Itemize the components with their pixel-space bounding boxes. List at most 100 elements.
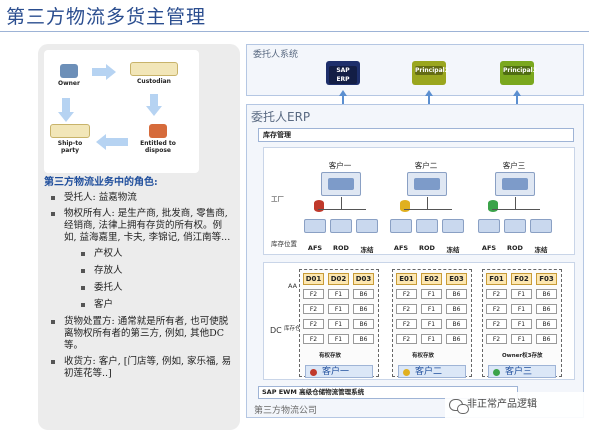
ship-to-node: Ship-to party [46, 124, 94, 154]
page-title: 第三方物流多货主管理 [6, 6, 207, 28]
watermark: 非正常产品逻辑 [445, 392, 585, 418]
storage-bin: F2 [303, 334, 324, 344]
storage-bin: F1 [511, 289, 532, 299]
role-disposer: 货物处置方: 通常就是所有者, 也可使脱离物权所有者的第三方, 例如, 其他DC… [44, 316, 234, 352]
storage-icon [390, 219, 412, 233]
ship-to-label: Ship-to party [57, 140, 83, 154]
customer-three-label: 客户三 [502, 161, 526, 170]
principal-erp-label: 委托人ERP [251, 110, 311, 124]
storage-bin: F2 [486, 304, 507, 314]
customer-one-label: 客户一 [328, 161, 352, 170]
flow-arrow-head [58, 112, 74, 122]
principal-systems-label: 委托人系统 [253, 50, 299, 60]
customer-color-dot [403, 369, 410, 376]
customer-plant-icon [495, 172, 535, 196]
role-sub-item: 委托人 [44, 282, 234, 294]
storage-bin: B6 [446, 334, 467, 344]
stock-type-label: 有权存放 [412, 353, 435, 359]
storage-icon [442, 219, 464, 233]
storage-icon [330, 219, 352, 233]
bin-header: F03 [536, 273, 557, 285]
storage-bin: F1 [328, 289, 349, 299]
storage-bin: F1 [328, 319, 349, 329]
branch-line [515, 197, 516, 209]
store-rod-label: ROD [333, 244, 349, 252]
storage-bin: F2 [486, 289, 507, 299]
branch-line [404, 209, 452, 210]
customer-db-icon [488, 200, 498, 212]
roles-list: 第三方物流业务中的角色: 受托人: 益嘉物流 物权所有人: 是生产商, 批发商,… [44, 177, 234, 384]
storage-bin: F2 [303, 289, 324, 299]
storage-bin: F1 [421, 334, 442, 344]
flow-arrow [92, 68, 106, 76]
customer-tab-label: 客户一 [322, 367, 350, 377]
roles-heading: 第三方物流业务中的角色: [44, 177, 158, 188]
store-blocked-label: 冻结 [534, 246, 548, 254]
flow-arrow [106, 138, 128, 146]
flow-arrow-head [106, 64, 116, 80]
watermark-text: 非正常产品逻辑 [467, 399, 537, 410]
aa-label: AA [288, 282, 298, 290]
bin-header: F01 [486, 273, 507, 285]
branch-line [318, 209, 366, 210]
storage-bin: F2 [486, 319, 507, 329]
storage-location-label: 库存位置 [271, 240, 297, 248]
server-cube [412, 61, 446, 85]
storage-bin: B6 [446, 319, 467, 329]
stock-type-label: 有权存放 [319, 353, 342, 359]
bin-header: E03 [446, 273, 467, 285]
connector-arrow [425, 90, 433, 96]
bin-header: E02 [421, 273, 442, 285]
branch-line [341, 197, 342, 209]
server-label: SAP ERP [329, 66, 357, 84]
flow-arrow-head [146, 106, 162, 116]
entitled-icon [149, 124, 167, 138]
chat-icon [449, 399, 469, 414]
storage-bin: F1 [421, 289, 442, 299]
owner-icon [60, 64, 78, 78]
customer-color-dot [493, 369, 500, 376]
customer-plant-icon [407, 172, 447, 196]
storage-bin: F2 [396, 319, 417, 329]
role-owner: 物权所有人: 是生产商, 批发商, 零售商, 经销商, 法律上拥有存货的所有权。… [44, 208, 234, 244]
bin-header: F02 [511, 273, 532, 285]
flow-arrow [62, 98, 70, 114]
entitled-node: Entitled to dispose [132, 124, 184, 154]
role-beneficiary: 受托人: 益嘉物流 [44, 192, 234, 204]
role-sub-item: 产权人 [44, 248, 234, 260]
storage-bin: F1 [511, 319, 532, 329]
storage-icon [530, 219, 552, 233]
storage-bin: B6 [353, 289, 374, 299]
dc-label: DC [270, 326, 282, 335]
storage-bin: B6 [536, 304, 557, 314]
storage-bin: F2 [396, 304, 417, 314]
bin-header: D03 [353, 273, 374, 285]
storage-bin: F1 [328, 304, 349, 314]
storage-bin: F2 [396, 289, 417, 299]
branch-line [492, 209, 540, 210]
storage-bin: F1 [421, 319, 442, 329]
owner-node: Owner [50, 64, 88, 87]
flow-arrow-head [96, 134, 106, 150]
storage-icon [416, 219, 438, 233]
storage-icon [356, 219, 378, 233]
third-party-logistics-label: 第三方物流公司 [254, 406, 318, 416]
customer-plant-icon [321, 172, 361, 196]
role-receiver: 收货方: 客户, [门店等, 例如, 家乐福, 易初莲花等..] [44, 356, 234, 380]
storage-bin: B6 [536, 334, 557, 344]
server-cube [326, 61, 360, 85]
storage-bin: F2 [486, 334, 507, 344]
bin-header: D01 [303, 273, 324, 285]
branch-line [427, 197, 428, 209]
storage-bin: B6 [536, 289, 557, 299]
storage-bin-label: 库存仓位 [284, 326, 307, 332]
customer-tab-label: 客户二 [415, 367, 443, 377]
connector-arrow [339, 90, 347, 96]
storage-bin: B6 [353, 334, 374, 344]
storage-bin: B6 [446, 304, 467, 314]
custodian-label: Custodian [137, 78, 171, 85]
customer-tab: 客户二 [398, 365, 466, 378]
storage-bin: F1 [511, 304, 532, 314]
storage-icon [478, 219, 500, 233]
store-blocked-label: 冻结 [360, 246, 374, 254]
